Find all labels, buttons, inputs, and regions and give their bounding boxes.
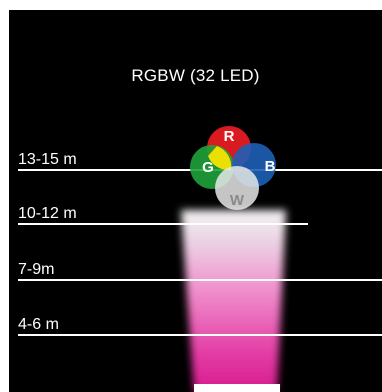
led-label-b: B bbox=[265, 158, 276, 175]
rgbw-led-icon: R G B W bbox=[190, 126, 276, 210]
led-white bbox=[215, 166, 259, 210]
distance-label-7-9: 7-9m bbox=[18, 261, 55, 278]
led-label-r: R bbox=[224, 128, 235, 145]
distance-line-2 bbox=[18, 223, 308, 225]
light-beam bbox=[181, 210, 286, 392]
distance-line-3 bbox=[18, 279, 382, 281]
distance-label-10-12: 10-12 m bbox=[18, 205, 77, 222]
led-label-w: W bbox=[230, 192, 245, 209]
distance-label-13-15: 13-15 m bbox=[18, 151, 77, 168]
led-label-g: G bbox=[202, 159, 214, 176]
diagram-canvas: 13-15 m 10-12 m 7-9m 4-6 m RGBW (32 LED)… bbox=[9, 10, 382, 392]
distance-label-4-6: 4-6 m bbox=[18, 316, 59, 333]
diagram-title: RGBW (32 LED) bbox=[131, 66, 260, 85]
distance-line-4 bbox=[18, 334, 382, 336]
